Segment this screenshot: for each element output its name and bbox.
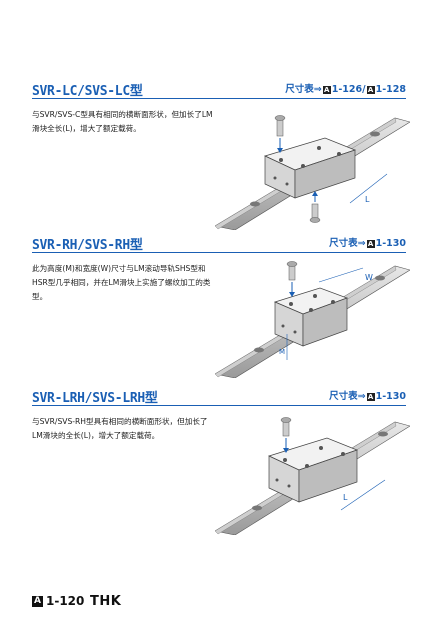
dimension-line <box>349 173 388 204</box>
title-underline <box>32 98 406 99</box>
rail-mount-hole <box>254 347 264 353</box>
lm-block <box>268 437 359 503</box>
bolt-icon <box>309 191 321 223</box>
ref-prefix: 尺寸表⇒ <box>329 238 366 249</box>
dimension-line <box>318 267 364 283</box>
catalog-a-icon: A <box>366 392 375 401</box>
lm-guide-illustration-lrh: L <box>215 417 410 535</box>
rail-mount-hole <box>378 431 388 437</box>
rail-mount-hole <box>252 505 262 511</box>
section-title: SVR-LRH/SVS-LRH型 <box>32 391 158 406</box>
section-description: 此为高度(M)和宽度(W)尺寸与LM滚动导轨SHS型和HSR型几乎相同，并在LM… <box>32 264 211 301</box>
section-title: SVR-RH/SVS-RH型 <box>32 238 143 253</box>
ref-prefix: 尺寸表⇒ <box>285 84 322 95</box>
ref-page-a: 1-126/ <box>331 84 366 95</box>
section-title: SVR-LC/SVS-LC型 <box>32 84 143 99</box>
ref-page-b: 1-128 <box>375 84 406 95</box>
dimension-line <box>340 479 386 511</box>
dimension-label: W <box>365 273 373 282</box>
thk-logo: THK <box>90 594 122 609</box>
lm-guide-illustration-lc: L <box>215 115 410 230</box>
dimension-label: L <box>343 493 348 502</box>
rail-mount-hole <box>370 131 380 137</box>
catalog-a-icon: A <box>366 85 375 94</box>
rail-mount-hole <box>250 201 260 207</box>
lm-guide-illustration-rh: W M <box>215 261 410 378</box>
lm-block <box>264 137 357 199</box>
ref-page-a: 1-130 <box>375 391 406 402</box>
bolt-icon <box>274 115 286 153</box>
lm-block <box>273 287 349 347</box>
dimension-label: L <box>365 195 370 204</box>
catalog-a-icon: A <box>322 85 331 94</box>
ref-page-a: 1-130 <box>375 238 406 249</box>
bolt-icon <box>286 261 298 297</box>
title-underline <box>32 252 406 253</box>
catalog-a-icon: A <box>32 596 43 607</box>
dimension-label: M <box>279 348 285 356</box>
section-description: 与SVR/SVS-RH型具有相同的横断面形状，但加长了LM滑块的全长(L)，增大… <box>32 417 208 440</box>
section-description: 与SVR/SVS-C型具有相同的横断面形状，但加长了LM滑块全长(L)，增大了额… <box>32 110 213 133</box>
ref-prefix: 尺寸表⇒ <box>329 391 366 402</box>
page-number-text: 1-120 <box>46 594 85 608</box>
title-underline <box>32 405 406 406</box>
rail-mount-hole <box>375 275 385 281</box>
bolt-icon <box>280 417 292 453</box>
catalog-a-icon: A <box>366 239 375 248</box>
